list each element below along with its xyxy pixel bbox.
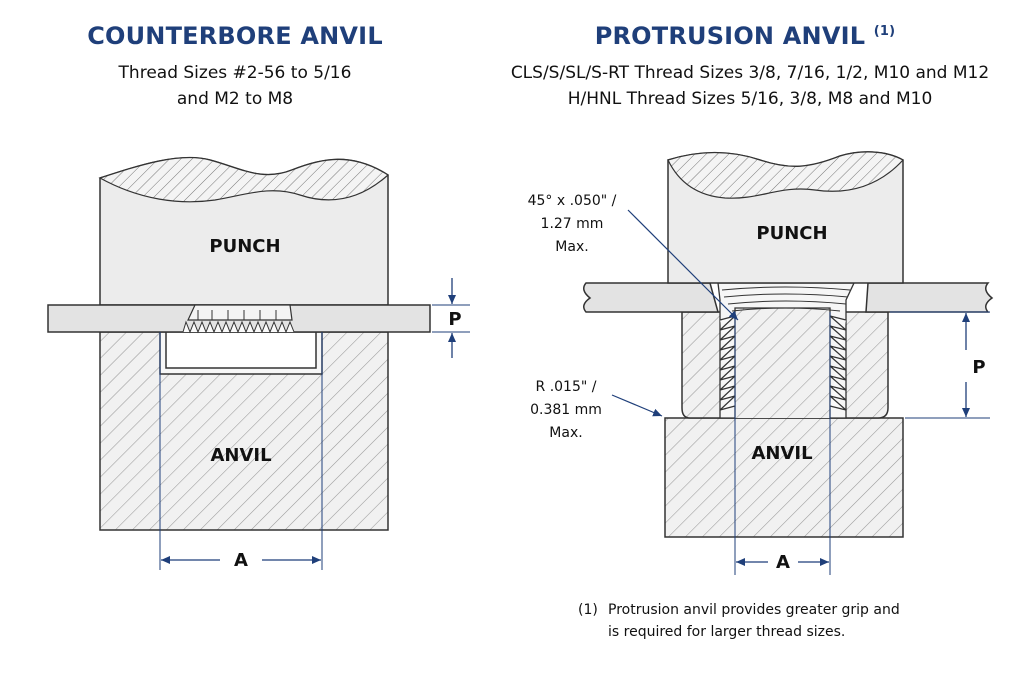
left-dim-p-label: P (448, 309, 461, 330)
footnote-marker: (1) (578, 602, 598, 618)
right-sheet-right (865, 282, 994, 313)
right-dim-p-label: P (972, 357, 985, 378)
right-diagram: PUNCH ANVIL A P 45° x .050" / 1.27 mm Ma… (528, 151, 994, 575)
right-title: PROTRUSION ANVIL (1) (560, 22, 930, 50)
right-punch-section (667, 151, 904, 199)
footnote-line1: Protrusion anvil provides greater grip a… (608, 602, 900, 618)
radius-note-line1: R .015" / (536, 379, 597, 395)
left-dim-a-label: A (234, 550, 248, 571)
right-title-text: PROTRUSION ANVIL (594, 22, 866, 50)
right-subtitle-line1: CLS/S/SL/S-RT Thread Sizes 3/8, 7/16, 1/… (510, 63, 990, 83)
right-title-footnote-marker: (1) (873, 24, 896, 39)
chamfer-note-line1: 45° x .050" / (528, 193, 617, 209)
radius-note-line2: 0.381 mm (530, 402, 602, 418)
left-punch-label: PUNCH (209, 236, 280, 257)
right-dim-a-label: A (776, 552, 790, 573)
right-punch-label: PUNCH (756, 223, 827, 244)
right-anvil-label: ANVIL (751, 443, 812, 464)
left-title: COUNTERBORE ANVIL (87, 22, 383, 50)
left-diagram: PUNCH ANVIL A P (47, 156, 470, 571)
right-radius-leader (611, 394, 663, 417)
left-fastener-head (187, 304, 293, 321)
right-anvil-center (735, 300, 830, 418)
footnote-line2: is required for larger thread sizes. (608, 624, 846, 640)
chamfer-note-line3: Max. (555, 239, 588, 255)
right-sheet-left (583, 282, 719, 313)
left-anvil-label: ANVIL (210, 445, 271, 466)
right-threads-right (829, 315, 847, 411)
right-subtitle-line2: H/HNL Thread Sizes 5/16, 3/8, M8 and M10 (567, 89, 933, 109)
left-knurl (182, 310, 295, 334)
right-threads-top (721, 286, 851, 312)
radius-note-line3: Max. (549, 425, 582, 441)
chamfer-note-line2: 1.27 mm (541, 216, 604, 232)
right-anvil-block (664, 417, 904, 538)
right-threads-left (719, 315, 736, 411)
left-subtitle-line2: and M2 to M8 (176, 89, 294, 109)
left-subtitle-line1: Thread Sizes #2-56 to 5/16 (118, 63, 352, 83)
left-fastener-body (165, 331, 317, 369)
right-chamfer-leader (627, 209, 739, 321)
left-punch-section (98, 156, 389, 203)
